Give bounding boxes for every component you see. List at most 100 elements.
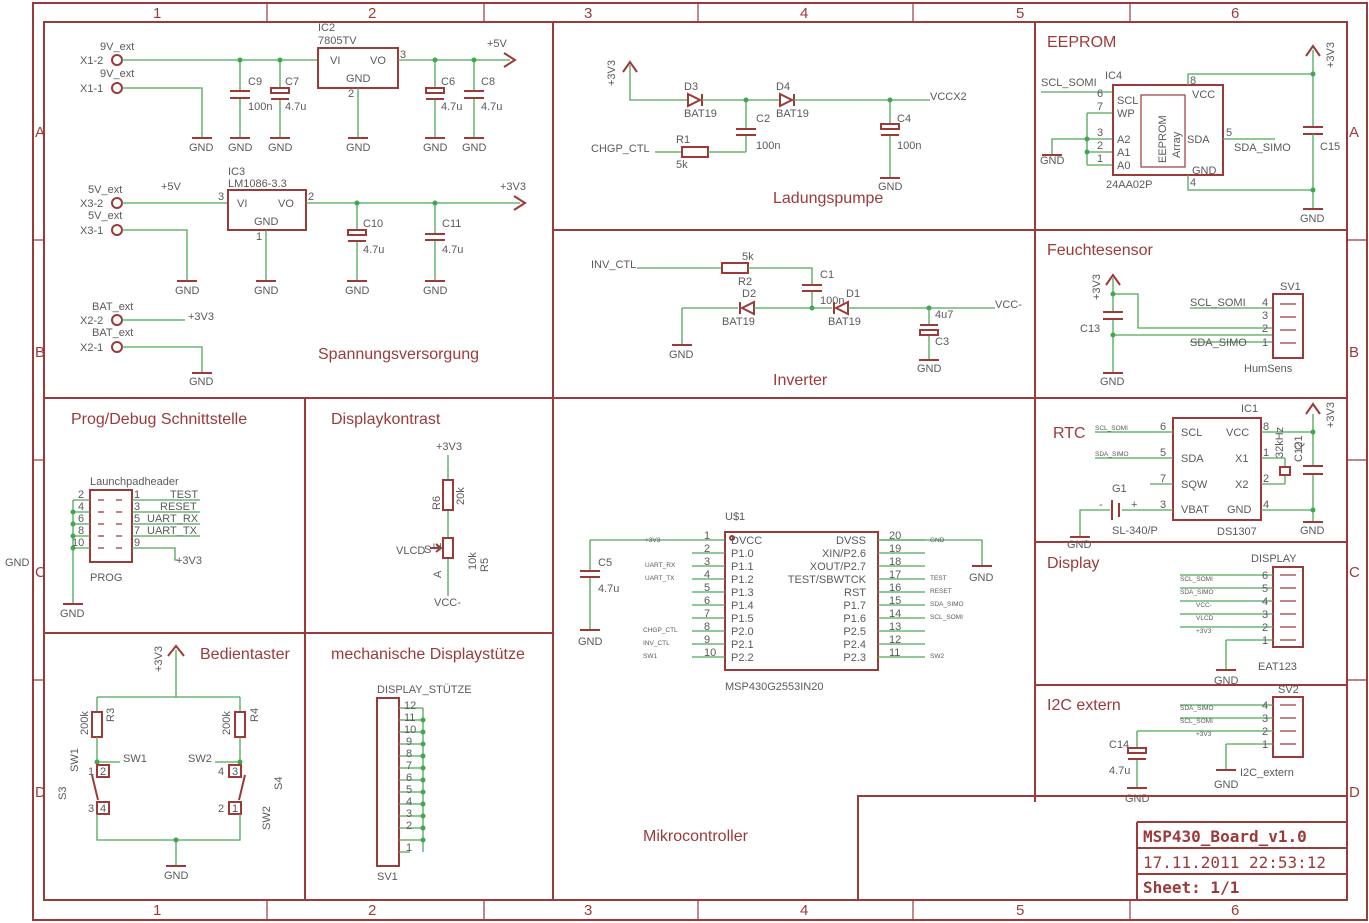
part-label: SW2 <box>261 806 273 830</box>
row-label: A <box>1349 124 1359 141</box>
pin-label: X1 <box>1235 453 1248 465</box>
net-label: +3V3 <box>500 181 526 193</box>
pin-label: GND <box>1192 165 1217 177</box>
pin-label: SCL <box>1181 427 1202 439</box>
pin-num: 6 <box>1160 421 1166 433</box>
pin-num: 4 <box>78 501 84 513</box>
pin-num: 2 <box>1097 140 1103 152</box>
value-label: 20k <box>455 487 467 505</box>
net-label: INV_CTL <box>591 259 636 271</box>
part-label: C10 <box>363 218 383 230</box>
section-title: Display <box>1047 555 1099 572</box>
pin-num: 3 <box>232 766 238 778</box>
row-label: D <box>1349 784 1360 801</box>
part-label: C14 <box>1109 739 1129 751</box>
part-label: D1 <box>846 288 860 300</box>
pin-label: VO <box>370 55 386 67</box>
gnd-label: GND <box>1125 793 1150 805</box>
rtc: IC1 DS1307 SCL SDA SQW VBAT VCC X1 X2 GN… <box>1067 402 1337 551</box>
pin-num: 2 <box>78 489 84 501</box>
pin-num: 3 <box>1097 127 1103 139</box>
pin-label: GND <box>254 216 279 228</box>
part-label: C2 <box>756 113 770 125</box>
power-supply: 9V_ext X1-2 9V_ext X1-1 GND C9 100n GND … <box>80 22 527 388</box>
mcu-pin-num: 17 <box>889 569 901 581</box>
pin-num: 6 <box>406 772 412 784</box>
eeprom: SCL_SOMI GND EEPROM Array IC4 SCL WP A2 … <box>1040 42 1340 225</box>
pin-num: 4 <box>406 796 412 808</box>
mcu-pin-label: DVCC <box>731 535 762 547</box>
net-label: CHGP_CTL <box>643 627 678 634</box>
pin-num: 4 <box>1262 700 1268 712</box>
pin-num: 3 <box>88 803 94 815</box>
pin-label: SDA <box>1187 134 1210 146</box>
net-label: SW2 <box>188 753 212 765</box>
value-label: 5k <box>742 251 754 263</box>
value-label: 7805TV <box>318 35 357 47</box>
value-label: BAT19 <box>828 316 861 328</box>
pin-num: 4 <box>100 803 106 815</box>
connector-x1-1 <box>111 82 123 94</box>
pin-label: S <box>424 544 431 556</box>
mcu-pin-label: P1.3 <box>731 587 754 599</box>
microcontroller: U$1 MSP430G2553IN20 DVCC1P1.02P1.13P1.24… <box>578 511 994 693</box>
mcu-pin-label: TEST/SBWTCK <box>788 574 867 586</box>
net-label: +3V3 <box>1196 731 1212 738</box>
pin-num: 11 <box>404 712 415 724</box>
inverter: INV_CTL 5k R2 C1 100n GND D2 BAT19 D1 BA… <box>591 251 1022 375</box>
pin-num: 2 <box>218 803 224 815</box>
gnd-label: GND <box>969 572 994 584</box>
value-label: 100n <box>820 295 844 307</box>
pin-num: 6 <box>78 513 84 525</box>
gnd-label: GND <box>189 142 214 154</box>
i2c-extern: SV2 SDA_SIMO SCL_SOMI +3V3 4 3 2 1 GND I… <box>1109 684 1304 805</box>
gnd-label: GND <box>175 285 200 297</box>
value-label: 4.7u <box>363 244 384 256</box>
net-label: +3V3 <box>1325 402 1337 428</box>
net-label: BAT_ext <box>92 301 133 313</box>
gnd-label: GND <box>268 142 293 154</box>
gnd-label: GND <box>1214 675 1239 687</box>
mcu-pin-num: 6 <box>704 595 710 607</box>
section-title: Bedientaster <box>200 646 291 663</box>
part-label: X2-1 <box>80 342 103 354</box>
mcu-pin-num: 8 <box>704 621 710 633</box>
pin-num: 7 <box>406 760 412 772</box>
gnd-label: GND <box>5 557 30 569</box>
gnd-label: GND <box>462 142 487 154</box>
part-label: X1-2 <box>80 55 103 67</box>
value-label: BAT19 <box>684 108 717 120</box>
part-label: X1-1 <box>80 83 103 95</box>
gnd-label: GND <box>164 870 189 882</box>
part-label: IC1 <box>1241 403 1258 415</box>
part-label: Q1 <box>1293 435 1305 450</box>
pin-num: 1 <box>88 766 94 778</box>
part-label: IC3 <box>228 166 245 178</box>
part-label: D3 <box>684 81 698 93</box>
pin-num: 2 <box>1262 622 1268 634</box>
mcu-pin-label: P1.4 <box>731 600 754 612</box>
net-label: +3V3 <box>188 311 214 323</box>
part-label: DISPLAY <box>1251 553 1297 565</box>
part-label: R2 <box>738 276 752 288</box>
value-label: 4.7u <box>285 101 306 113</box>
net-label: SCL_SOMI <box>1180 718 1213 725</box>
pin-label: GND <box>346 73 371 85</box>
net-label: +3V3 <box>645 537 661 544</box>
gnd-label: GND <box>345 285 370 297</box>
gnd-label: GND <box>254 285 279 297</box>
section-title: RTC <box>1053 425 1086 442</box>
section-title: I2C extern <box>1047 697 1121 714</box>
mcu-left-pins: DVCC1P1.02P1.13P1.24P1.35P1.46P1.57P2.08… <box>692 530 762 664</box>
value-label: DS1307 <box>1217 526 1257 538</box>
part-label: R6 <box>431 496 443 510</box>
net-label: VCC- <box>434 597 461 609</box>
value-label: 4.7u <box>1109 765 1130 777</box>
title-block: MSP430_Board_v1.0 17.11.2011 22:53:12 Sh… <box>857 795 1347 900</box>
net-label: +5V <box>161 181 182 193</box>
net-label: SDA_SIMO <box>1234 142 1291 154</box>
pin-num: 1 <box>1263 447 1269 459</box>
mcu-pin-label: XOUT/P2.7 <box>810 561 866 573</box>
